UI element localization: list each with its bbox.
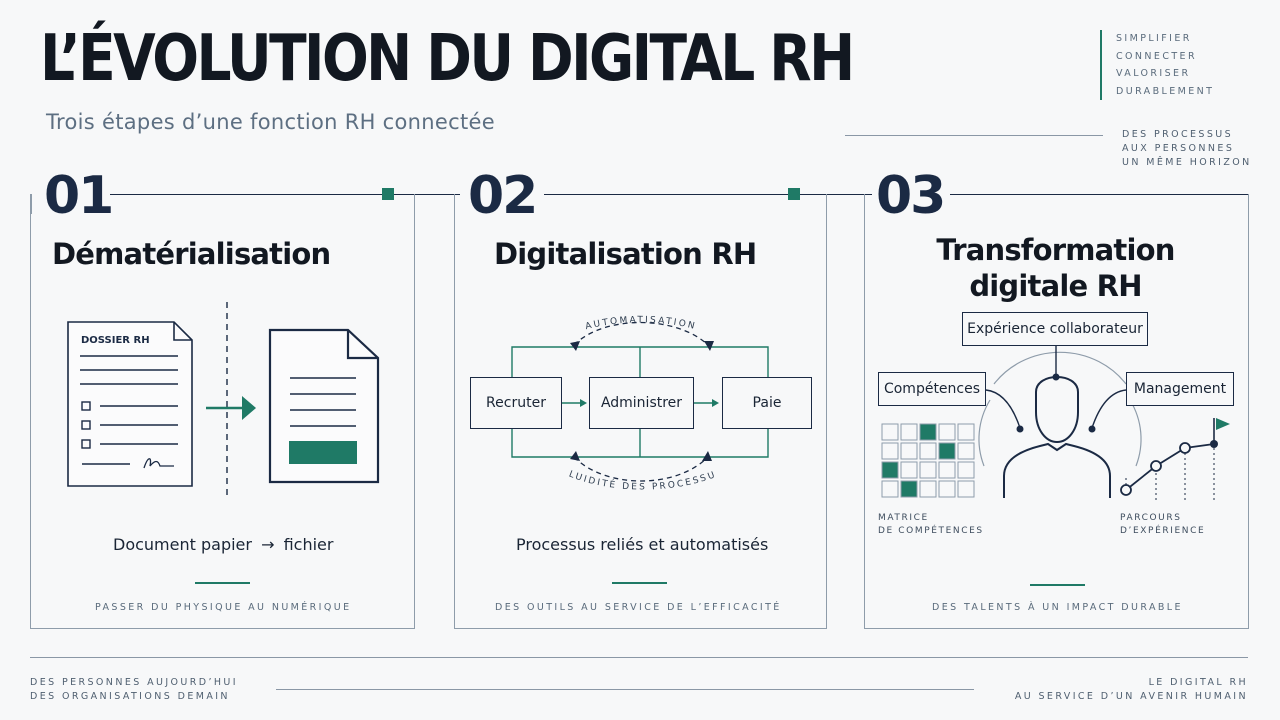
step-title-2: Digitalisation RH bbox=[494, 237, 757, 271]
person-icon bbox=[1003, 376, 1111, 498]
matrix-cell bbox=[957, 480, 975, 498]
matrix-cell bbox=[881, 442, 899, 460]
caption-left: Document papier bbox=[113, 535, 252, 554]
header-note-line: UN MÊME HORIZON bbox=[1122, 157, 1252, 168]
path-label-line: PARCOURS bbox=[1120, 513, 1182, 523]
step-title-1: Dématérialisation bbox=[52, 237, 331, 271]
matrix-cell bbox=[881, 423, 899, 441]
matrix-cell bbox=[919, 423, 937, 441]
matrix-cell bbox=[938, 480, 956, 498]
timeline-line-2 bbox=[544, 194, 872, 195]
footer-left-line: DES PERSONNES AUJOURD’HUI bbox=[30, 677, 238, 688]
step-panel-1 bbox=[30, 194, 415, 629]
header-note-line: DES PROCESSUS bbox=[1122, 129, 1234, 140]
step-footer-3: DES TALENTS À UN IMPACT DURABLE bbox=[932, 602, 1183, 613]
caption-right: fichier bbox=[283, 535, 334, 554]
digital-file-icon bbox=[268, 328, 380, 484]
arrow-right-icon bbox=[206, 396, 256, 420]
timeline-line-3 bbox=[950, 194, 1248, 195]
timeline-marker-icon bbox=[382, 188, 394, 200]
matrix-cell bbox=[900, 423, 918, 441]
skills-matrix-icon bbox=[881, 423, 975, 498]
matrix-label-line: MATRICE bbox=[878, 513, 929, 523]
matrix-cell bbox=[900, 461, 918, 479]
tag-item: SIMPLIFIER bbox=[1116, 33, 1192, 44]
footer-left-line: DES ORGANISATIONS DEMAIN bbox=[30, 691, 230, 702]
header-note-line: AUX PERSONNES bbox=[1122, 143, 1235, 154]
footer-center-line bbox=[276, 689, 974, 690]
caption-arrow-icon: → bbox=[261, 535, 275, 554]
step-footer-1: PASSER DU PHYSIQUE AU NUMÉRIQUE bbox=[95, 602, 352, 613]
tag-item: VALORISER bbox=[1116, 68, 1191, 79]
tag-list: SIMPLIFIER CONNECTER VALORISER DURABLEME… bbox=[1100, 30, 1214, 100]
competences-box: Compétences bbox=[878, 372, 986, 406]
accent-bar bbox=[195, 582, 250, 584]
page-subtitle: Trois étapes d’une fonction RH connectée bbox=[46, 110, 495, 134]
paper-to-file-illustration bbox=[67, 302, 380, 500]
process-box-recruter: Recruter bbox=[470, 377, 562, 429]
footer-right: LE DIGITAL RH AU SERVICE D’UN AVENIR HUM… bbox=[1015, 676, 1248, 704]
matrix-cell bbox=[919, 442, 937, 460]
footer-right-line: AU SERVICE D’UN AVENIR HUMAIN bbox=[1014, 691, 1248, 702]
paper-document-icon bbox=[67, 321, 193, 487]
matrix-cell bbox=[900, 480, 918, 498]
matrix-cell bbox=[938, 442, 956, 460]
footer-left: DES PERSONNES AUJOURD’HUI DES ORGANISATI… bbox=[30, 676, 238, 704]
header-note: DES PROCESSUS AUX PERSONNES UN MÊME HORI… bbox=[1122, 128, 1252, 170]
management-box: Management bbox=[1126, 372, 1234, 406]
step-title-3-line: Transformation bbox=[936, 233, 1175, 267]
transformation-diagram bbox=[881, 346, 1230, 500]
step-panel-3 bbox=[864, 194, 1249, 629]
matrix-cell bbox=[938, 461, 956, 479]
accent-bar bbox=[1030, 584, 1085, 586]
matrix-cell bbox=[938, 423, 956, 441]
step-number-1: 01 bbox=[44, 166, 114, 226]
page-title: L’ÉVOLUTION DU DIGITAL RH bbox=[40, 22, 855, 96]
matrix-cell bbox=[957, 442, 975, 460]
matrix-cell bbox=[957, 423, 975, 441]
matrix-cell bbox=[919, 461, 937, 479]
matrix-cell bbox=[881, 461, 899, 479]
step-footer-2: DES OUTILS AU SERVICE DE L’EFFICACITÉ bbox=[495, 602, 782, 613]
step-panel-2 bbox=[454, 194, 827, 629]
matrix-cell bbox=[919, 480, 937, 498]
process-box-administrer: Administrer bbox=[589, 377, 694, 429]
footer-divider bbox=[30, 657, 1248, 658]
footer-right-line: LE DIGITAL RH bbox=[1148, 677, 1248, 688]
experience-box: Expérience collaborateur bbox=[962, 312, 1148, 346]
step-caption-2: Processus reliés et automatisés bbox=[516, 535, 769, 554]
matrix-cell bbox=[900, 442, 918, 460]
process-box-paie: Paie bbox=[722, 377, 812, 429]
matrix-cell bbox=[881, 480, 899, 498]
step-number-3: 03 bbox=[876, 166, 946, 226]
timeline-marker-icon bbox=[788, 188, 800, 200]
matrix-label-line: DE COMPÉTENCES bbox=[878, 526, 984, 536]
panel-edge bbox=[30, 194, 32, 214]
tag-item: CONNECTER bbox=[1116, 50, 1197, 62]
growth-path-icon bbox=[1120, 418, 1230, 500]
accent-bar bbox=[612, 582, 667, 584]
step-number-2: 02 bbox=[468, 166, 538, 226]
divider-line bbox=[845, 135, 1103, 136]
step-title-3-line: digitale RH bbox=[969, 269, 1142, 303]
path-label-line: D’EXPÉRIENCE bbox=[1120, 526, 1206, 536]
step-caption-1: Document papier → fichier bbox=[113, 535, 333, 554]
timeline-line-1 bbox=[110, 194, 460, 195]
step-title-3: Transformation digitale RH bbox=[864, 232, 1247, 304]
tag-item: DURABLEMENT bbox=[1116, 85, 1215, 97]
matrix-label: MATRICE DE COMPÉTENCES bbox=[878, 512, 984, 538]
path-label: PARCOURS D’EXPÉRIENCE bbox=[1120, 512, 1205, 538]
document-label: DOSSIER RH bbox=[81, 335, 150, 346]
matrix-cell bbox=[957, 461, 975, 479]
